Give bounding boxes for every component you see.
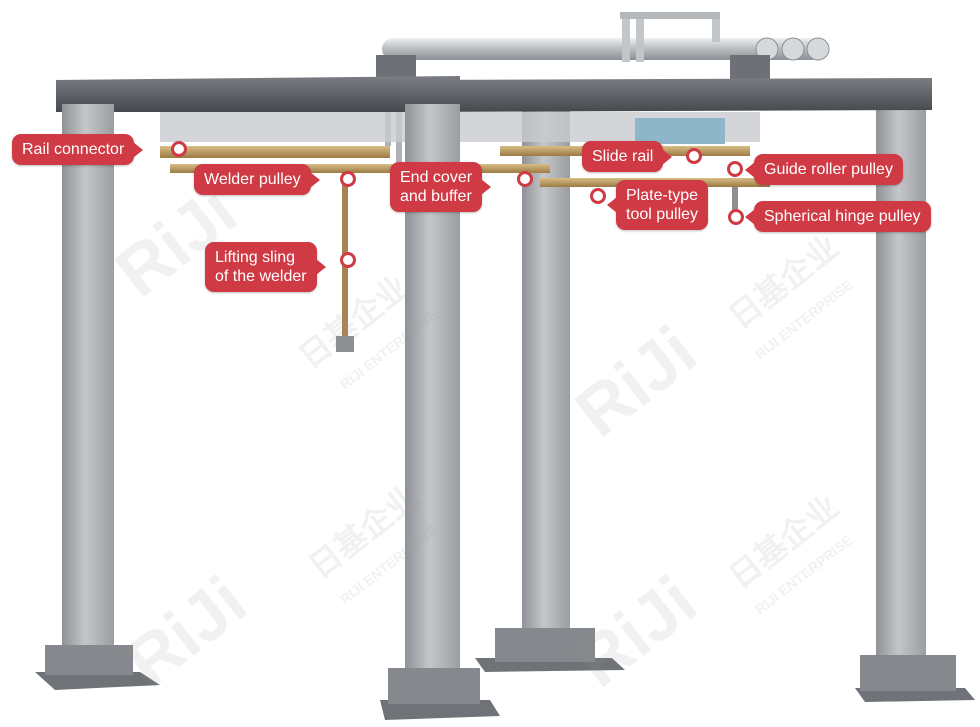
callout-end-cover: End cover and buffer [390, 162, 492, 212]
callout-welder-pulley: Welder pulley [194, 164, 320, 195]
cross-pipe [620, 12, 720, 19]
callout-pointer [315, 259, 326, 275]
callout-text: Spherical hinge pulley [764, 208, 921, 225]
callout-guide-roller: Guide roller pulley [745, 154, 903, 185]
callout-rail-connector: Rail connector [12, 134, 144, 165]
watermark-brand: RiJi [561, 561, 710, 702]
callout-text: Guide roller pulley [764, 161, 893, 178]
base-gusset [495, 628, 595, 662]
callout-pointer [481, 179, 492, 195]
rail-bar [170, 164, 550, 173]
callout-text: tool pulley [626, 206, 699, 223]
base-gusset [45, 645, 133, 675]
callout-text: Rail connector [22, 141, 125, 158]
marker-plate-type [590, 188, 606, 204]
back-column [876, 108, 926, 668]
callout-text: and buffer [400, 188, 472, 205]
callout-text: Welder pulley [204, 171, 301, 188]
rail-bar [160, 146, 390, 158]
riser-pipe [712, 12, 720, 42]
callout-spherical-hinge: Spherical hinge pulley [745, 201, 931, 232]
marker-end-cover [517, 171, 533, 187]
top-beam-left [56, 76, 460, 112]
callout-pointer [607, 197, 617, 213]
sling-hook [336, 336, 354, 352]
callout-text: of the welder [215, 268, 307, 285]
marker-rail-connector [171, 141, 187, 157]
callout-text: Lifting sling [215, 249, 296, 266]
callout-pointer [309, 171, 320, 188]
riser-pipe [636, 14, 644, 62]
main-pipe [382, 38, 822, 60]
callout-pointer [662, 148, 673, 165]
watermark-cn: 日基企业 [722, 228, 845, 335]
runway-bracket [635, 118, 725, 144]
base-plate [35, 672, 160, 690]
watermark-brand: RiJi [561, 311, 710, 452]
back-column [522, 108, 570, 638]
pipe-end [781, 37, 805, 61]
callout-pointer [745, 161, 755, 178]
callout-lifting-sling: Lifting sling of the welder [205, 242, 326, 292]
base-plate [855, 688, 975, 702]
base-plates [35, 628, 975, 720]
callout-text: Slide rail [592, 148, 654, 165]
callout-pointer [133, 141, 144, 158]
pipe-end [806, 37, 830, 61]
base-plate [380, 700, 500, 720]
front-column [62, 104, 114, 664]
callout-pointer [745, 208, 755, 225]
callout-slide-rail: Slide rail [582, 141, 673, 172]
marker-spherical-hinge [728, 209, 744, 225]
base-gusset [388, 668, 480, 704]
hinge-rod [732, 187, 738, 212]
top-beam-right [400, 78, 932, 112]
riser-pipe [622, 12, 630, 62]
base-gusset [860, 655, 956, 691]
marker-guide-roller [727, 161, 743, 177]
callout-plate-type: Plate-type tool pulley [607, 180, 709, 230]
marker-lifting-sling [340, 252, 356, 268]
marker-slide-rail [686, 148, 702, 164]
callout-text: End cover [400, 169, 473, 186]
pipe-clamp [730, 55, 770, 79]
callout-text: Plate-type [626, 187, 699, 204]
pipe-clamp [376, 55, 416, 79]
marker-welder-pulley [340, 171, 356, 187]
